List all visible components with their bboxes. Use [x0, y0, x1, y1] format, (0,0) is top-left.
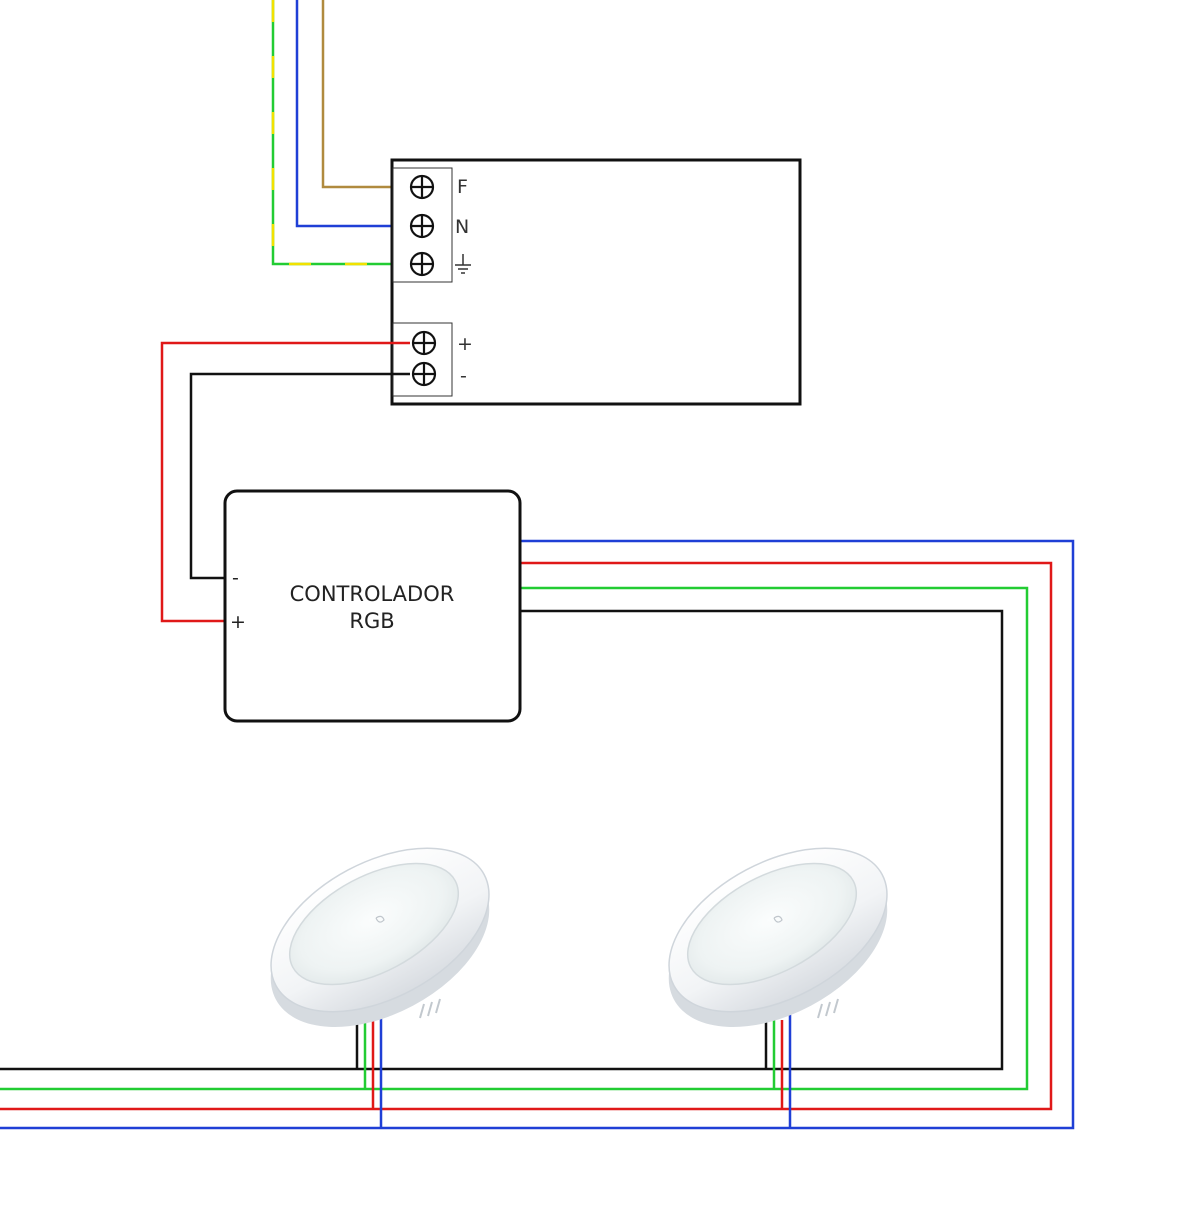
power-supply [390, 158, 802, 406]
screw-terminal-icon [409, 174, 435, 200]
wire-dc-positive [160, 341, 410, 623]
wire-rgb-red [0, 561, 1053, 1111]
screw-terminal-icon [411, 361, 437, 387]
wire-phase [321, 0, 408, 189]
controller-title-line2: RGB [349, 609, 394, 633]
terminal-label-dc-minus: - [460, 365, 467, 387]
wire-rgb-common [0, 609, 1004, 1071]
terminal-label-phase: F [457, 176, 468, 198]
wire-earth [271, 0, 408, 266]
power-supply-box [390, 158, 802, 406]
lamp-drop-wires [355, 1014, 792, 1128]
ground-icon [455, 254, 471, 274]
rgb-controller: CONTROLADOR RGB - + [223, 489, 522, 723]
dc-terminal-block [392, 322, 453, 397]
screw-terminal-icon [409, 213, 435, 239]
wire-neutral [295, 0, 408, 228]
wire-rgb-green [0, 586, 1029, 1091]
controller-title-line1: CONTROLADOR [290, 582, 455, 606]
ac-input-wires [271, 0, 408, 266]
screw-terminal-icon [409, 251, 435, 277]
terminal-label-neutral: N [455, 216, 469, 238]
controller-pin-plus: + [230, 611, 246, 633]
terminal-screws [409, 174, 437, 387]
controller-box [223, 489, 522, 723]
rgb-bus-wires [0, 539, 1075, 1130]
ac-terminal-block [392, 167, 453, 283]
pool-lamp-icon [639, 813, 917, 1063]
screw-terminal-icon [411, 330, 437, 356]
terminal-label-dc-plus: + [457, 333, 473, 355]
controller-pin-minus: - [232, 567, 239, 589]
wire-dc-negative [189, 372, 410, 580]
dc-wires [160, 341, 410, 623]
terminal-labels: F N + - [455, 176, 473, 387]
wire-rgb-blue [0, 539, 1075, 1130]
